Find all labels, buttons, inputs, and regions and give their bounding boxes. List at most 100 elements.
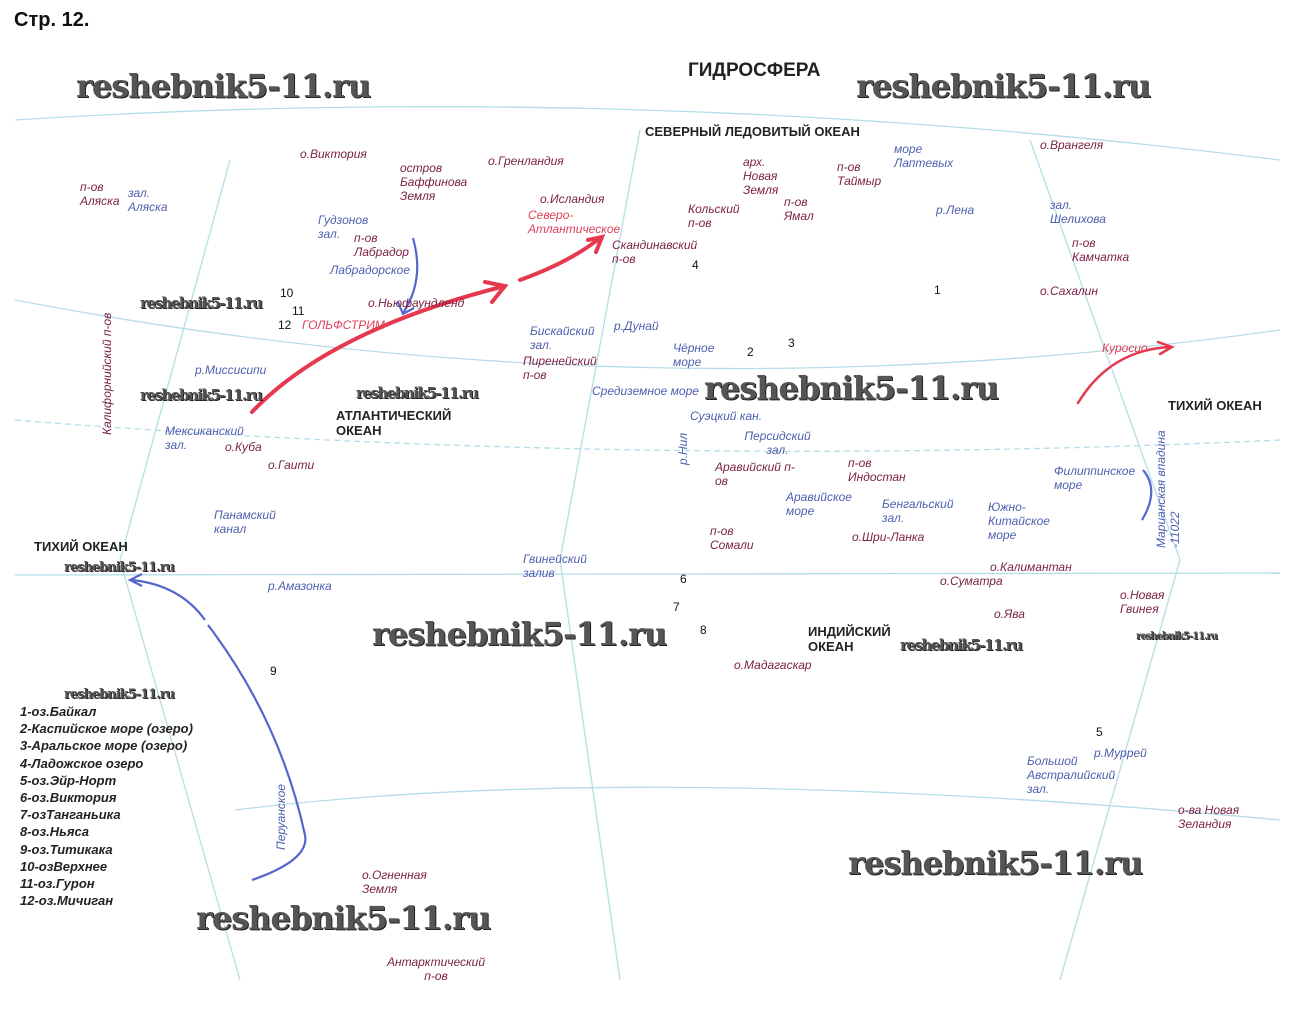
legend-item: 10-озВерхнее <box>20 858 108 874</box>
map-label: Чёрное море <box>673 341 715 369</box>
map-label: Гвинейский залив <box>523 552 587 580</box>
map-label: Марианская впадина -11022 <box>1154 430 1182 548</box>
watermark: reshebnik5-11.ru <box>76 67 371 105</box>
north-atlantic-arrow <box>518 234 606 282</box>
map-label: Куросио <box>1102 341 1148 355</box>
map-label: Северо-Атлантическое <box>528 208 621 236</box>
legend-item: 2-Каспийское море (озеро) <box>20 721 193 737</box>
map-label: о.Мадагаскар <box>734 658 812 672</box>
map-label: о.Ньюфаундленд <box>368 296 465 310</box>
map-label: п-ов Индостан <box>848 456 906 484</box>
map-label: о.Ява <box>994 607 1025 621</box>
legend-item: 6-оз.Виктория <box>20 790 117 806</box>
watermark: reshebnik5-11.ru <box>1136 631 1218 642</box>
map-label: о.Сахалин <box>1040 284 1098 298</box>
map-label: море Лаптевых <box>894 142 954 170</box>
watermark: reshebnik5-11.ru <box>900 636 1023 654</box>
map-label: Кольский п-ов <box>688 202 740 230</box>
map-label: р.Муррей <box>1094 746 1147 760</box>
map-label: Скандинавский п-ов <box>612 238 698 266</box>
peru-current-arrow <box>207 624 307 882</box>
kuroshio-arrow <box>1076 340 1175 405</box>
map-label: р.Дунай <box>614 319 659 333</box>
map-label: п-ов Камчатка <box>1072 236 1130 264</box>
ocean-label-pacific-west: ТИХИЙ ОКЕАН <box>34 539 128 554</box>
labrador-current-arrow <box>396 237 419 316</box>
ocean-label-indian: ИНДИЙСКИЙ ОКЕАН <box>808 624 891 654</box>
map-label: о.Куба <box>225 440 262 454</box>
map-label: п-ов Ямал <box>784 195 814 223</box>
map-label: о.Суматра <box>940 574 1003 588</box>
map-label: Мексиканский зал. <box>165 424 244 452</box>
lake-number: 7 <box>673 600 680 614</box>
watermark: reshebnik5-11.ru <box>704 369 999 407</box>
lake-number: 2 <box>747 345 754 359</box>
map-label: Антарктический п-ов <box>386 955 486 983</box>
gulf-stream-arrow <box>250 280 509 414</box>
map-label: Суэцкий кан. <box>690 409 763 423</box>
lake-number: 3 <box>788 336 795 350</box>
map-label: Бискайский зал. <box>530 324 595 352</box>
map-label: о.Виктория <box>300 147 367 161</box>
map-label: о.Новая Гвинея <box>1120 588 1165 616</box>
map-label: Большой Австралийский зал. <box>1027 754 1116 796</box>
map-label: о.Исландия <box>540 192 605 206</box>
mariana-trench <box>1141 469 1153 521</box>
map-label: р.Миссисипи <box>195 363 267 377</box>
map-label: Филиппинское море <box>1054 464 1136 492</box>
lake-number: 4 <box>692 258 699 272</box>
lake-number: 12 <box>278 318 292 332</box>
map-label: о.Калимантан <box>990 560 1072 574</box>
map-label: Персидский зал. <box>744 429 811 457</box>
map-label: п-ов Аляска <box>80 180 120 208</box>
lake-legend: 1-оз.Байкал 2-Каспийское море (озеро) 3-… <box>20 703 193 909</box>
map-title: ГИДРОСФЕРА <box>688 60 821 81</box>
map-label: Средиземное море <box>592 384 699 398</box>
lake-number: 6 <box>680 572 687 586</box>
map-label: о-ва Новая Зеландия <box>1178 803 1240 831</box>
map-label: Калифорнийский п-ов <box>100 312 114 435</box>
map-label: р.Амазонка <box>268 579 332 593</box>
map-label: ГОЛЬФСТРИМ <box>302 318 385 332</box>
map-label: Южно-Китайское море <box>988 500 1050 542</box>
legend-item: 5-оз.Эйр-Норт <box>20 772 117 788</box>
map-label: Пиренейский п-ов <box>523 354 597 382</box>
lake-number: 8 <box>700 623 707 637</box>
legend-item: 12-оз.Мичиган <box>20 893 114 909</box>
map-label: о.Гаити <box>268 458 315 472</box>
map-label: Гудзонов зал. <box>318 213 369 241</box>
map-label: Перуанское <box>274 784 288 850</box>
ocean-label-pacific-east: ТИХИЙ ОКЕАН <box>1168 398 1262 413</box>
map-label: Аравийский п-ов <box>715 460 795 488</box>
watermark: reshebnik5-11.ru <box>140 386 263 404</box>
map-label: Панамский канал <box>214 508 276 536</box>
watermark: reshebnik5-11.ru <box>64 687 175 702</box>
lake-number: 5 <box>1096 725 1103 739</box>
southern-line <box>234 786 1281 821</box>
arctic-circle <box>14 299 1281 370</box>
map-label: о.Огненная Земля <box>362 868 427 896</box>
legend-item: 8-оз.Ньяса <box>20 824 89 840</box>
meridian <box>559 129 641 981</box>
map-label: п-ов Сомали <box>710 524 754 552</box>
map-label: арх. Новая Земля <box>743 155 779 197</box>
legend-item: 4-Ладожское озеро <box>20 755 144 771</box>
watermark: reshebnik5-11.ru <box>372 615 667 653</box>
lake-number: 11 <box>292 304 305 318</box>
map-label: Аравийское море <box>786 490 852 518</box>
south-pacific-arrow <box>127 573 206 621</box>
map-label: п-ов Таймыр <box>837 160 882 188</box>
legend-item: 11-оз.Гурон <box>20 876 95 892</box>
map-label: р.Лена <box>936 203 975 217</box>
map-label: зал. Аляска <box>128 186 168 214</box>
map-label: Бенгальский зал. <box>882 497 954 525</box>
lake-number: 1 <box>934 283 941 297</box>
watermark: reshebnik5-11.ru <box>140 294 263 312</box>
page-header: Стр. 12. <box>14 9 90 31</box>
map-label: о.Гренландия <box>488 154 564 168</box>
meridian <box>119 159 241 981</box>
top-arc <box>14 106 1281 161</box>
watermark: reshebnik5-11.ru <box>848 844 1143 882</box>
map-label: о.Шри-Ланка <box>852 530 925 544</box>
